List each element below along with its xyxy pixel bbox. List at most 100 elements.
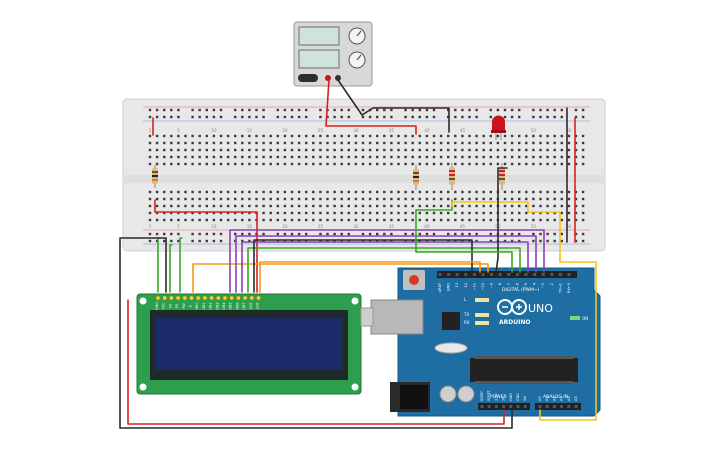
breadboard-hole[interactable] [234, 218, 237, 222]
breadboard-hole[interactable] [482, 162, 485, 166]
breadboard-hole[interactable] [148, 232, 152, 236]
breadboard-hole[interactable] [170, 211, 173, 215]
breadboard-hole[interactable] [283, 141, 287, 145]
breadboard-hole[interactable] [205, 190, 208, 194]
breadboard-hole[interactable] [454, 162, 457, 166]
breadboard-hole[interactable] [191, 108, 194, 112]
breadboard-hole[interactable] [255, 108, 258, 112]
breadboard-hole[interactable] [347, 218, 350, 222]
breadboard-hole[interactable] [439, 190, 443, 194]
lcd-pin[interactable] [175, 295, 181, 301]
breadboard-hole[interactable] [489, 148, 492, 152]
breadboard-hole[interactable] [489, 197, 492, 201]
breadboard-hole[interactable] [425, 239, 429, 243]
breadboard-hole[interactable] [383, 239, 386, 243]
breadboard-hole[interactable] [376, 232, 379, 236]
breadboard-hole[interactable] [574, 197, 578, 201]
breadboard-hole[interactable] [454, 211, 457, 215]
breadboard-hole[interactable] [432, 134, 436, 138]
breadboard-hole[interactable] [376, 190, 379, 194]
breadboard-hole[interactable] [347, 134, 350, 138]
breadboard-hole[interactable] [510, 204, 514, 208]
breadboard-hole[interactable] [297, 162, 301, 166]
breadboard-hole[interactable] [567, 211, 571, 215]
breadboard-hole[interactable] [177, 134, 180, 138]
breadboard-hole[interactable] [347, 211, 350, 215]
breadboard-hole[interactable] [553, 115, 556, 119]
breadboard-hole[interactable] [340, 155, 343, 159]
breadboard-hole[interactable] [290, 232, 294, 236]
breadboard-hole[interactable] [170, 141, 173, 145]
breadboard-hole[interactable] [269, 204, 272, 208]
breadboard-hole[interactable] [454, 239, 457, 243]
breadboard-hole[interactable] [326, 148, 329, 152]
breadboard-hole[interactable] [581, 197, 585, 201]
breadboard-hole[interactable] [489, 134, 492, 138]
breadboard-hole[interactable] [418, 211, 421, 215]
digital-pin[interactable] [541, 273, 545, 276]
digital-pin[interactable] [533, 273, 537, 276]
lcd-pin[interactable] [202, 295, 208, 301]
breadboard-hole[interactable] [482, 197, 485, 201]
breadboard-hole[interactable] [447, 239, 450, 243]
breadboard-hole[interactable] [518, 148, 521, 152]
digital-pin[interactable] [558, 273, 562, 276]
breadboard-hole[interactable] [148, 197, 152, 201]
digital-pin[interactable] [507, 273, 511, 276]
breadboard-hole[interactable] [312, 134, 315, 138]
breadboard-hole[interactable] [276, 108, 279, 112]
breadboard-hole[interactable] [170, 162, 173, 166]
digital-pin[interactable] [464, 273, 468, 276]
breadboard-hole[interactable] [305, 190, 308, 194]
breadboard-hole[interactable] [532, 108, 535, 112]
breadboard-hole[interactable] [539, 211, 542, 215]
breadboard-hole[interactable] [361, 134, 365, 138]
breadboard-hole[interactable] [148, 211, 152, 215]
breadboard-hole[interactable] [170, 148, 173, 152]
breadboard-hole[interactable] [447, 218, 450, 222]
breadboard-hole[interactable] [184, 211, 187, 215]
breadboard-hole[interactable] [489, 204, 492, 208]
breadboard-hole[interactable] [525, 141, 528, 145]
breadboard-hole[interactable] [276, 239, 279, 243]
breadboard-hole[interactable] [205, 232, 208, 236]
digital-pin[interactable] [481, 273, 485, 276]
positive-terminal-icon[interactable] [325, 75, 331, 81]
breadboard-hole[interactable] [518, 218, 521, 222]
breadboard-hole[interactable] [205, 211, 208, 215]
breadboard-hole[interactable] [269, 134, 272, 138]
breadboard-hole[interactable] [525, 134, 528, 138]
breadboard-hole[interactable] [276, 190, 279, 194]
breadboard-hole[interactable] [276, 162, 279, 166]
breadboard-hole[interactable] [475, 232, 478, 236]
breadboard-hole[interactable] [496, 141, 500, 145]
breadboard-hole[interactable] [539, 162, 542, 166]
breadboard-hole[interactable] [248, 134, 251, 138]
breadboard-hole[interactable] [205, 162, 208, 166]
breadboard-hole[interactable] [447, 204, 450, 208]
breadboard-hole[interactable] [155, 148, 159, 152]
breadboard-hole[interactable] [248, 108, 251, 112]
breadboard-hole[interactable] [411, 204, 414, 208]
breadboard-hole[interactable] [454, 148, 457, 152]
breadboard-hole[interactable] [404, 232, 407, 236]
breadboard-hole[interactable] [482, 134, 485, 138]
breadboard-hole[interactable] [163, 190, 166, 194]
breadboard-hole[interactable] [503, 197, 507, 201]
breadboard-hole[interactable] [340, 162, 343, 166]
breadboard-hole[interactable] [347, 239, 350, 243]
breadboard-hole[interactable] [255, 155, 258, 159]
breadboard-hole[interactable] [383, 134, 386, 138]
breadboard-hole[interactable] [305, 239, 308, 243]
breadboard-hole[interactable] [532, 239, 535, 243]
breadboard-hole[interactable] [297, 211, 301, 215]
breadboard-hole[interactable] [390, 134, 393, 138]
breadboard-hole[interactable] [333, 204, 336, 208]
breadboard-hole[interactable] [255, 148, 258, 152]
breadboard-hole[interactable] [269, 197, 272, 201]
breadboard-hole[interactable] [269, 148, 272, 152]
breadboard-hole[interactable] [347, 148, 350, 152]
breadboard-hole[interactable] [262, 148, 265, 152]
breadboard-hole[interactable] [184, 204, 187, 208]
breadboard-hole[interactable] [390, 190, 393, 194]
